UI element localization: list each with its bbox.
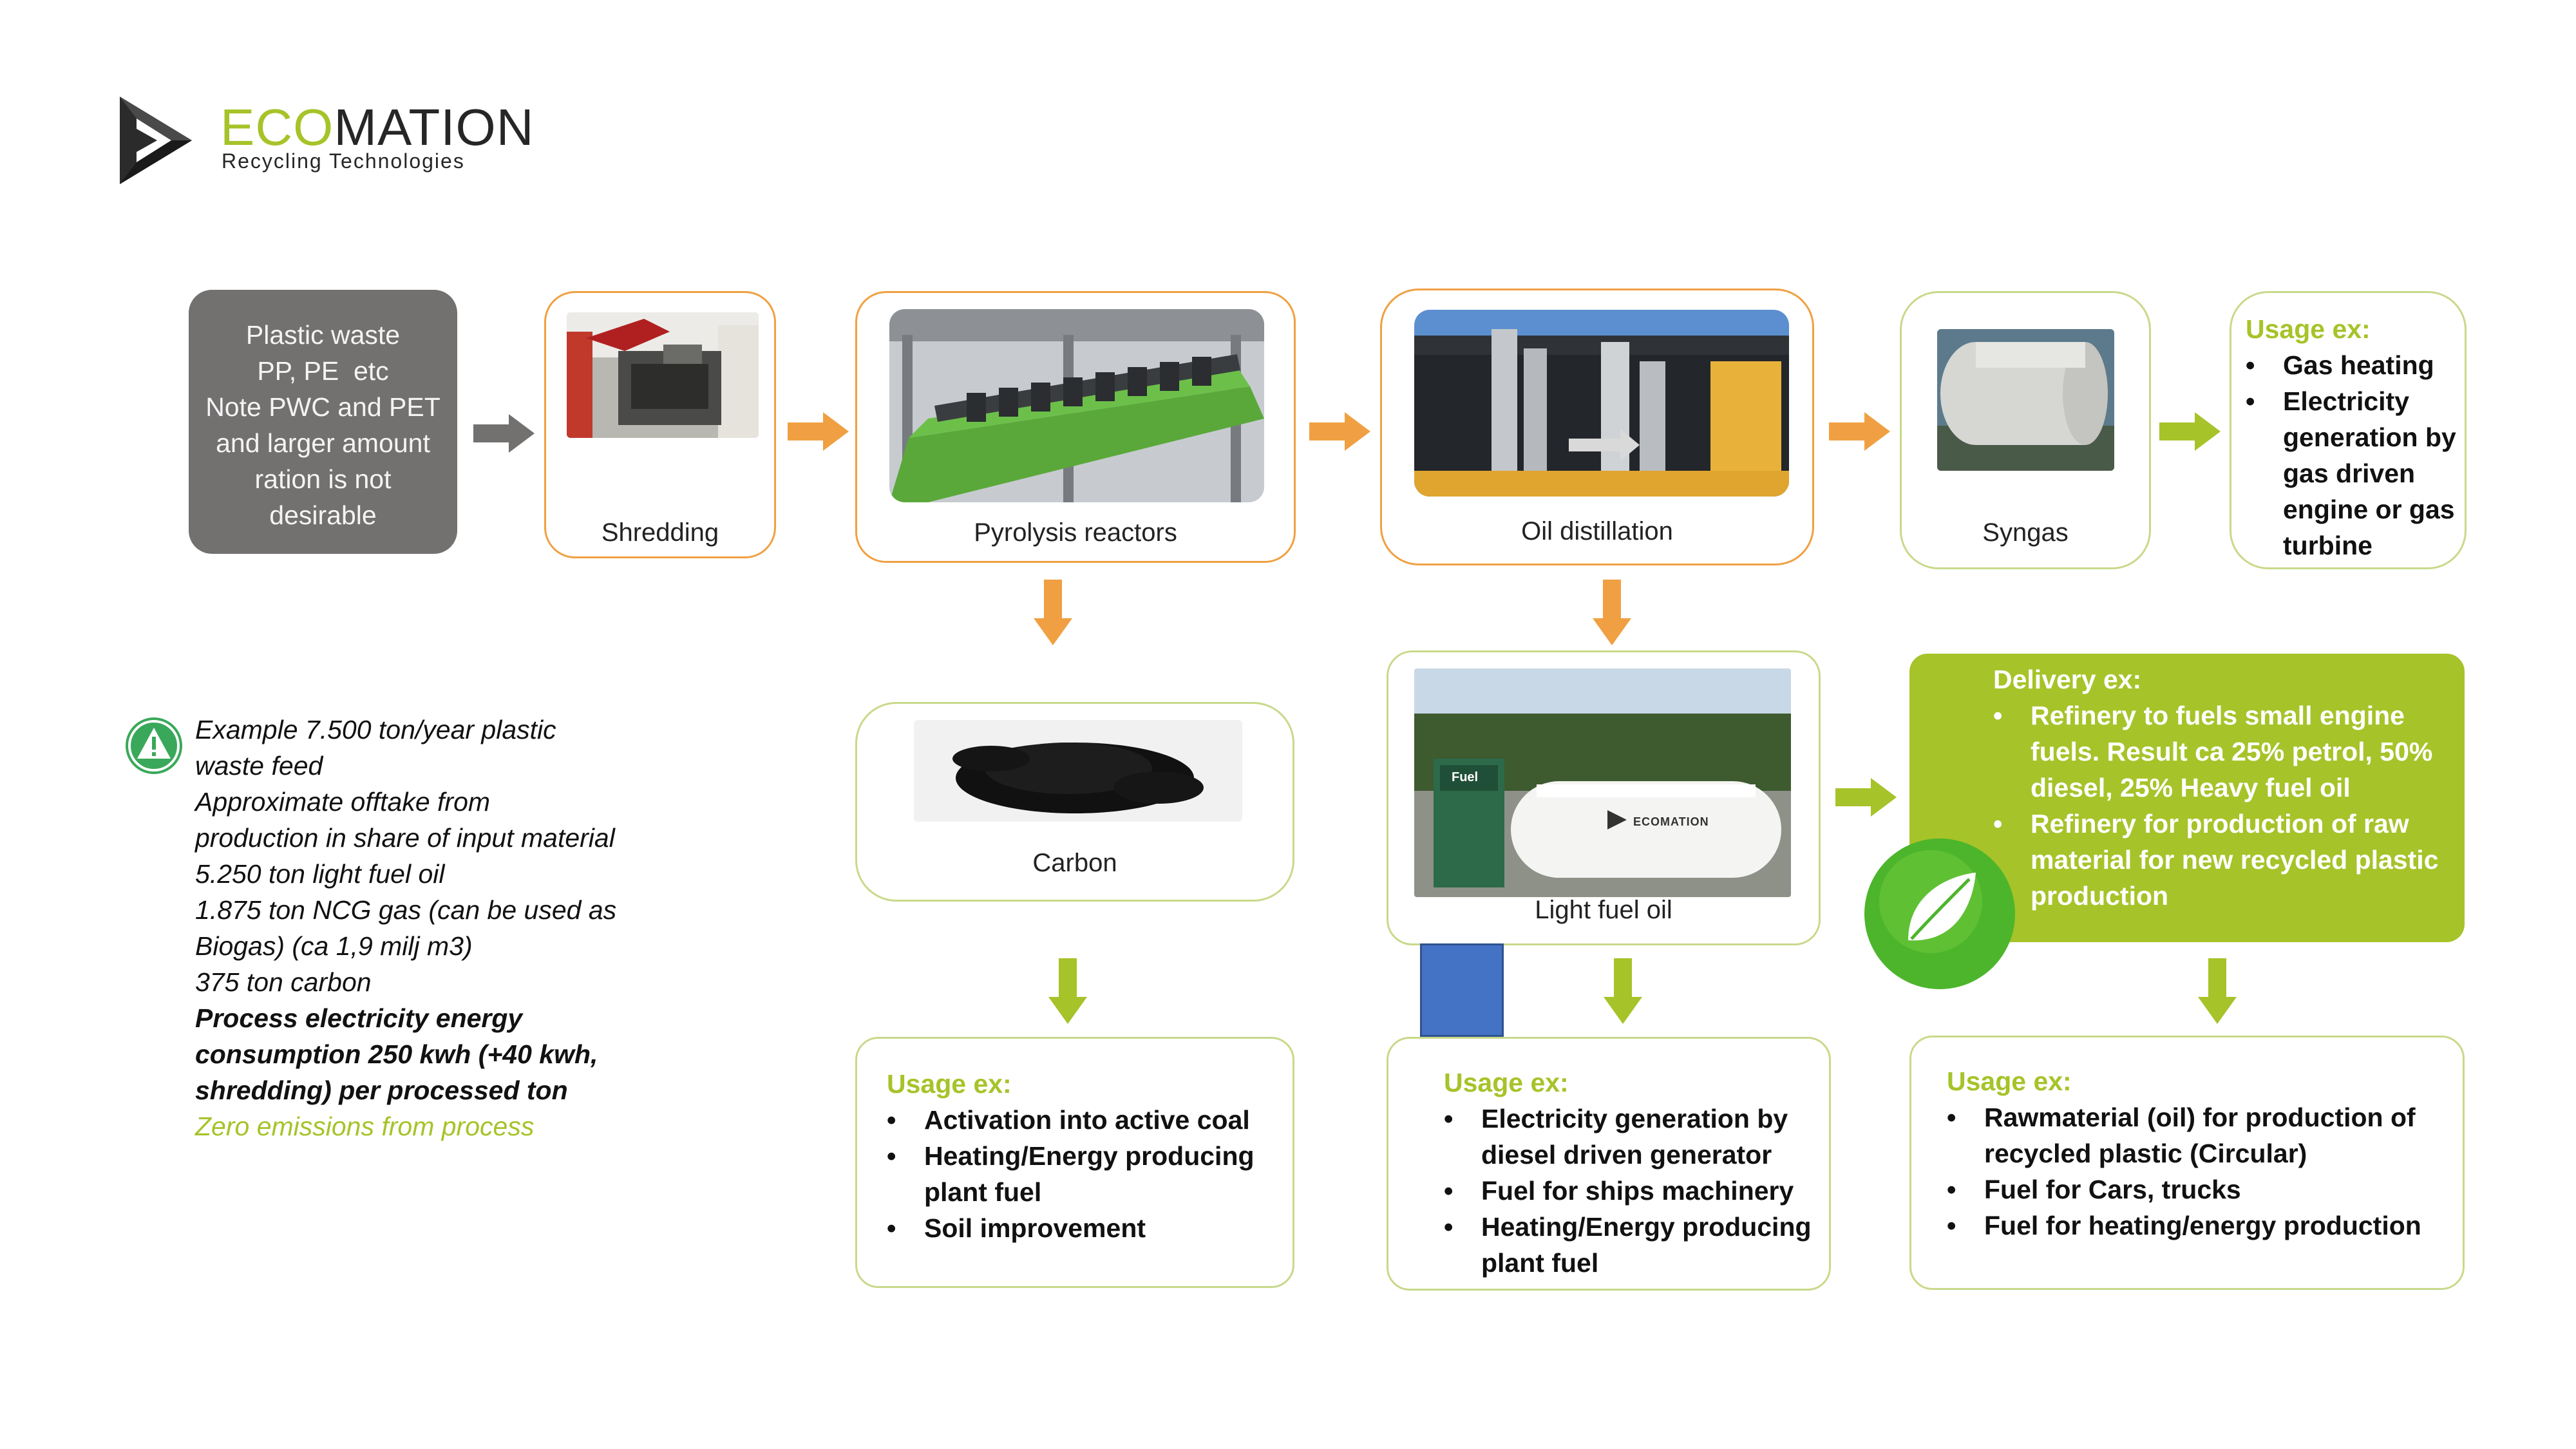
arrow-down-icon xyxy=(1604,958,1642,1024)
oil-usage-item: Heating/Energy producing plant fuel xyxy=(1444,1209,1819,1281)
arrow-right-icon xyxy=(1309,412,1370,451)
tank-logo-text: ECOMATION xyxy=(1633,815,1709,828)
fuel-sign-text: Fuel xyxy=(1452,770,1479,784)
oil-distillation-label: Oil distillation xyxy=(1521,517,1673,545)
leaf-icon xyxy=(1864,838,2015,989)
shredding-box: Shredding xyxy=(544,291,776,558)
info-line: Biogas) (ca 1,9 milj m3) xyxy=(195,931,473,961)
arrow-right-icon xyxy=(788,412,849,451)
carbon-granules-photo xyxy=(914,720,1242,822)
oil-usage-title: Usage ex: xyxy=(1444,1068,1569,1097)
warning-icon xyxy=(126,717,182,774)
arrow-right-icon xyxy=(473,414,535,453)
info-line: 375 ton carbon xyxy=(195,967,372,997)
arrow-right-icon xyxy=(1835,778,1897,817)
blue-square-shape xyxy=(1420,943,1504,1037)
refinery-usage-item: Rawmaterial (oil) for production of recy… xyxy=(1947,1099,2452,1171)
refinery-usage-item: Fuel for heating/energy production xyxy=(1947,1208,2452,1244)
delivery-list: Refinery to fuels small engine fuels. Re… xyxy=(1993,697,2445,914)
light-fuel-oil-box: Fuel ECOMATION Light fuel oil xyxy=(1387,650,1821,945)
carbon-usage-item: Heating/Energy producing plant fuel xyxy=(887,1138,1280,1210)
oil-usage-item: Electricity generation by diesel driven … xyxy=(1444,1101,1819,1173)
carbon-usage-title: Usage ex: xyxy=(887,1069,1012,1099)
info-line: Approximate offtake from xyxy=(195,787,491,817)
refinery-usage-title: Usage ex: xyxy=(1947,1066,2072,1096)
arrow-right-icon xyxy=(2159,412,2221,451)
info-bold-line: consumption 250 kwh (+40 kwh, xyxy=(195,1039,598,1069)
info-line: 5.250 ton light fuel oil xyxy=(195,859,445,889)
input-line: desirable xyxy=(269,500,377,530)
info-line: 1.875 ton NCG gas (can be used as xyxy=(195,895,617,925)
shredder-photo xyxy=(567,312,759,438)
ecomation-logo-icon xyxy=(120,97,192,184)
logo-subtitle: Recycling Technologies xyxy=(222,149,465,173)
delivery-item: Refinery for production of raw material … xyxy=(1993,806,2445,914)
info-line: production in share of input material xyxy=(195,823,615,853)
refinery-usage-box: Usage ex: Rawmaterial (oil) for producti… xyxy=(1909,1036,2465,1290)
distillation-plant-photo xyxy=(1414,310,1789,497)
input-line: Note PWC and PET xyxy=(205,392,440,422)
input-line: PP, PE etc xyxy=(257,356,389,386)
syngas-label: Syngas xyxy=(1982,518,2069,547)
delivery-item: Refinery to fuels small engine fuels. Re… xyxy=(1993,697,2445,806)
arrow-down-icon xyxy=(1593,580,1631,645)
carbon-box: Carbon xyxy=(855,702,1294,902)
syngas-tank-photo xyxy=(1937,329,2114,471)
syngas-box: Syngas xyxy=(1900,291,2151,569)
info-bold-line: shredding) per processed ton xyxy=(195,1075,568,1105)
fuel-station-tank-photo: Fuel ECOMATION xyxy=(1414,668,1791,897)
info-line: waste feed xyxy=(195,751,323,781)
refinery-usage-list: Rawmaterial (oil) for production of recy… xyxy=(1947,1099,2452,1244)
info-bold-line: Process electricity energy xyxy=(195,1003,523,1033)
shredding-label: Shredding xyxy=(601,518,719,547)
syngas-usage-item: Gas heating xyxy=(2246,347,2457,383)
pyrolysis-box: Pyrolysis reactors xyxy=(855,291,1296,563)
oil-usage-item: Fuel for ships machinery xyxy=(1444,1173,1819,1209)
syngas-usage-title: Usage ex: xyxy=(2246,314,2371,344)
syngas-usage-list: Gas heating Electricity generation by ga… xyxy=(2246,347,2457,564)
delivery-box: Delivery ex: Refinery to fuels small eng… xyxy=(1909,654,2465,942)
carbon-usage-item: Soil improvement xyxy=(887,1210,1280,1246)
carbon-usage-item: Activation into active coal xyxy=(887,1102,1280,1138)
input-line: and larger amount xyxy=(216,428,430,458)
input-line: Plastic waste xyxy=(245,320,401,350)
pyrolysis-reactor-render xyxy=(889,309,1264,502)
arrow-down-icon xyxy=(1048,958,1087,1024)
oil-usage-list: Electricity generation by diesel driven … xyxy=(1388,1101,1819,1281)
syngas-usage-box: Usage ex: Gas heating Electricity genera… xyxy=(2230,291,2467,569)
light-fuel-oil-label: Light fuel oil xyxy=(1535,896,1672,924)
input-plastic-waste-box: Plastic waste PP, PE etc Note PWC and PE… xyxy=(189,290,457,554)
arrow-right-icon xyxy=(1829,412,1890,451)
production-info-text: Example 7.500 ton/year plastic waste fee… xyxy=(195,712,697,1144)
arrow-down-icon xyxy=(2198,958,2237,1024)
logo-wordmark-eco: ECO xyxy=(220,99,334,156)
carbon-label: Carbon xyxy=(1032,849,1117,877)
oil-usage-box: Usage ex: Electricity generation by dies… xyxy=(1387,1037,1831,1291)
arrow-down-icon xyxy=(1034,580,1072,645)
pyrolysis-label: Pyrolysis reactors xyxy=(974,518,1177,547)
refinery-usage-item: Fuel for Cars, trucks xyxy=(1947,1171,2452,1208)
oil-distillation-box: Oil distillation xyxy=(1380,289,1814,565)
delivery-title: Delivery ex: xyxy=(1993,665,2142,694)
info-zero-emissions: Zero emissions from process xyxy=(195,1112,535,1141)
info-line: Example 7.500 ton/year plastic xyxy=(195,715,556,744)
carbon-usage-list: Activation into active coal Heating/Ener… xyxy=(887,1102,1280,1246)
logo-wordmark: ECOMATION xyxy=(220,102,535,153)
syngas-usage-item: Electricity generation by gas driven eng… xyxy=(2246,383,2457,564)
carbon-usage-box: Usage ex: Activation into active coal He… xyxy=(855,1037,1294,1288)
input-line: ration is not xyxy=(254,464,392,494)
logo-wordmark-mation: MATION xyxy=(334,99,535,156)
